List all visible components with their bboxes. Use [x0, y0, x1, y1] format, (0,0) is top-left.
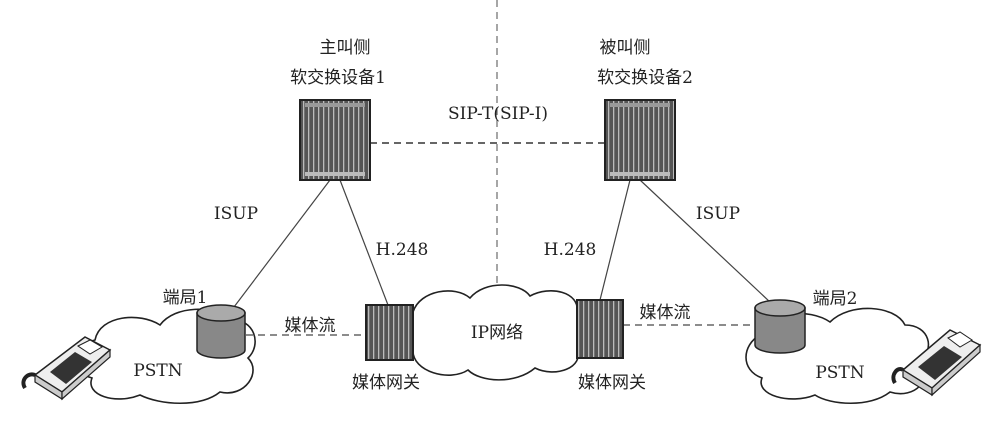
softswitch-1-label: 软交换设备1	[290, 68, 386, 88]
h248-label-right: H.248	[544, 240, 597, 260]
end-office-1-label: 端局1	[163, 288, 208, 308]
media-stream-label-left: 媒体流	[285, 316, 336, 336]
telephone-icon-left	[21, 336, 112, 401]
caller-side-label: 主叫侧	[320, 38, 371, 58]
isup-label-left: ISUP	[214, 204, 258, 224]
ip-network-label: IP网络	[471, 323, 523, 343]
media-gateway-label-right: 媒体网关	[578, 373, 646, 393]
media-gateway-left	[365, 304, 414, 361]
softswitch-2	[604, 99, 676, 181]
end-office-2-icon	[754, 299, 806, 354]
end-office-1-icon	[196, 304, 246, 359]
pstn-label-right: PSTN	[815, 363, 864, 383]
softswitch-2-label: 软交换设备2	[597, 68, 693, 88]
h248-label-left: H.248	[376, 240, 429, 260]
media-stream-label-right: 媒体流	[640, 303, 691, 323]
callee-side-label: 被叫侧	[600, 38, 651, 58]
telephone-icon-right	[891, 329, 982, 397]
media-gateway-label-left: 媒体网关	[352, 373, 420, 393]
h248-link-right	[599, 179, 631, 301]
softswitch-1	[299, 99, 371, 181]
h248-link-left	[339, 179, 389, 306]
end-office-2-label: 端局2	[813, 289, 858, 309]
media-gateway-right	[576, 299, 624, 359]
isup-label-right: ISUP	[696, 204, 740, 224]
isup-link-left	[233, 179, 331, 308]
sip-link-label: SIP-T(SIP-I)	[448, 104, 548, 124]
pstn-label-left: PSTN	[133, 361, 182, 381]
isup-link-right	[639, 179, 771, 303]
